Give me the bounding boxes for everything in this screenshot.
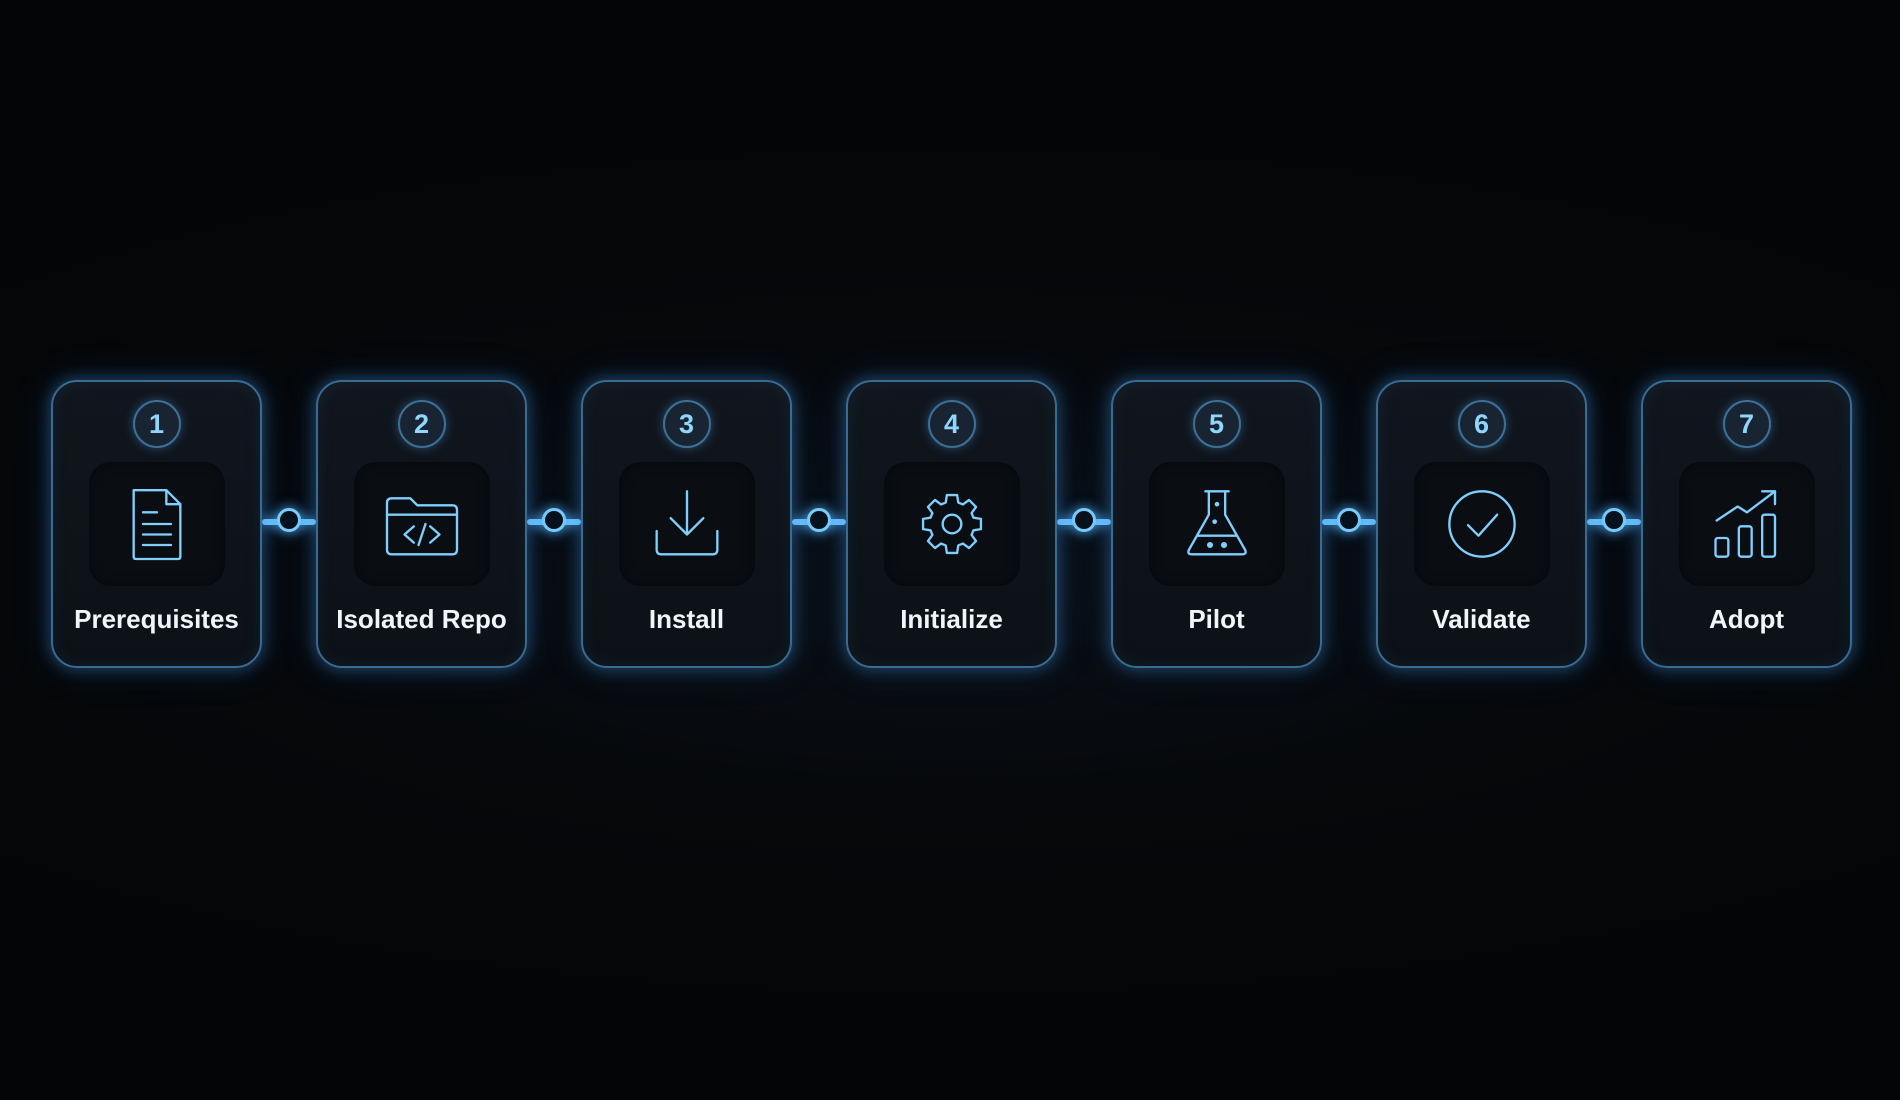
growth-chart-icon xyxy=(1678,462,1815,586)
step-number-badge: 5 xyxy=(1192,400,1241,448)
step-card-isolated-repo: 2 Isolated Repo xyxy=(316,380,527,668)
step-card-validate: 6 Validate xyxy=(1376,380,1587,668)
connector-node-2-3 xyxy=(542,508,566,532)
download-icon xyxy=(618,462,755,586)
step-label: Pilot xyxy=(1188,604,1245,634)
step-number-badge: 1 xyxy=(132,400,181,448)
step-card-initialize: 4 Initialize xyxy=(846,380,1057,668)
check-circle-icon xyxy=(1413,462,1550,586)
connector-node-4-5 xyxy=(1072,508,1096,532)
step-label: Initialize xyxy=(900,604,1003,634)
connector-node-6-7 xyxy=(1602,508,1626,532)
step-number-badge: 3 xyxy=(662,400,711,448)
step-label: Prerequisites xyxy=(74,604,239,634)
step-card-prerequisites: 1 Prerequisites xyxy=(51,380,262,668)
step-label: Isolated Repo xyxy=(336,604,507,634)
step-label: Install xyxy=(648,604,725,634)
code-folder-icon xyxy=(353,462,490,586)
step-number-badge: 7 xyxy=(1722,400,1771,448)
connector-node-3-4 xyxy=(807,508,831,532)
step-number-badge: 4 xyxy=(927,400,976,448)
connector-node-5-6 xyxy=(1337,508,1361,532)
gear-icon xyxy=(883,462,1020,586)
step-label: Validate xyxy=(1432,604,1531,634)
step-card-adopt: 7 Adopt xyxy=(1641,380,1852,668)
connector-node-1-2 xyxy=(277,508,301,532)
step-label: Adopt xyxy=(1708,604,1785,634)
step-card-install: 3 Install xyxy=(581,380,792,668)
flask-icon xyxy=(1148,462,1285,586)
document-icon xyxy=(88,462,225,586)
step-number-badge: 2 xyxy=(397,400,446,448)
step-card-pilot: 5 Pilot xyxy=(1111,380,1322,668)
step-number-badge: 6 xyxy=(1457,400,1506,448)
